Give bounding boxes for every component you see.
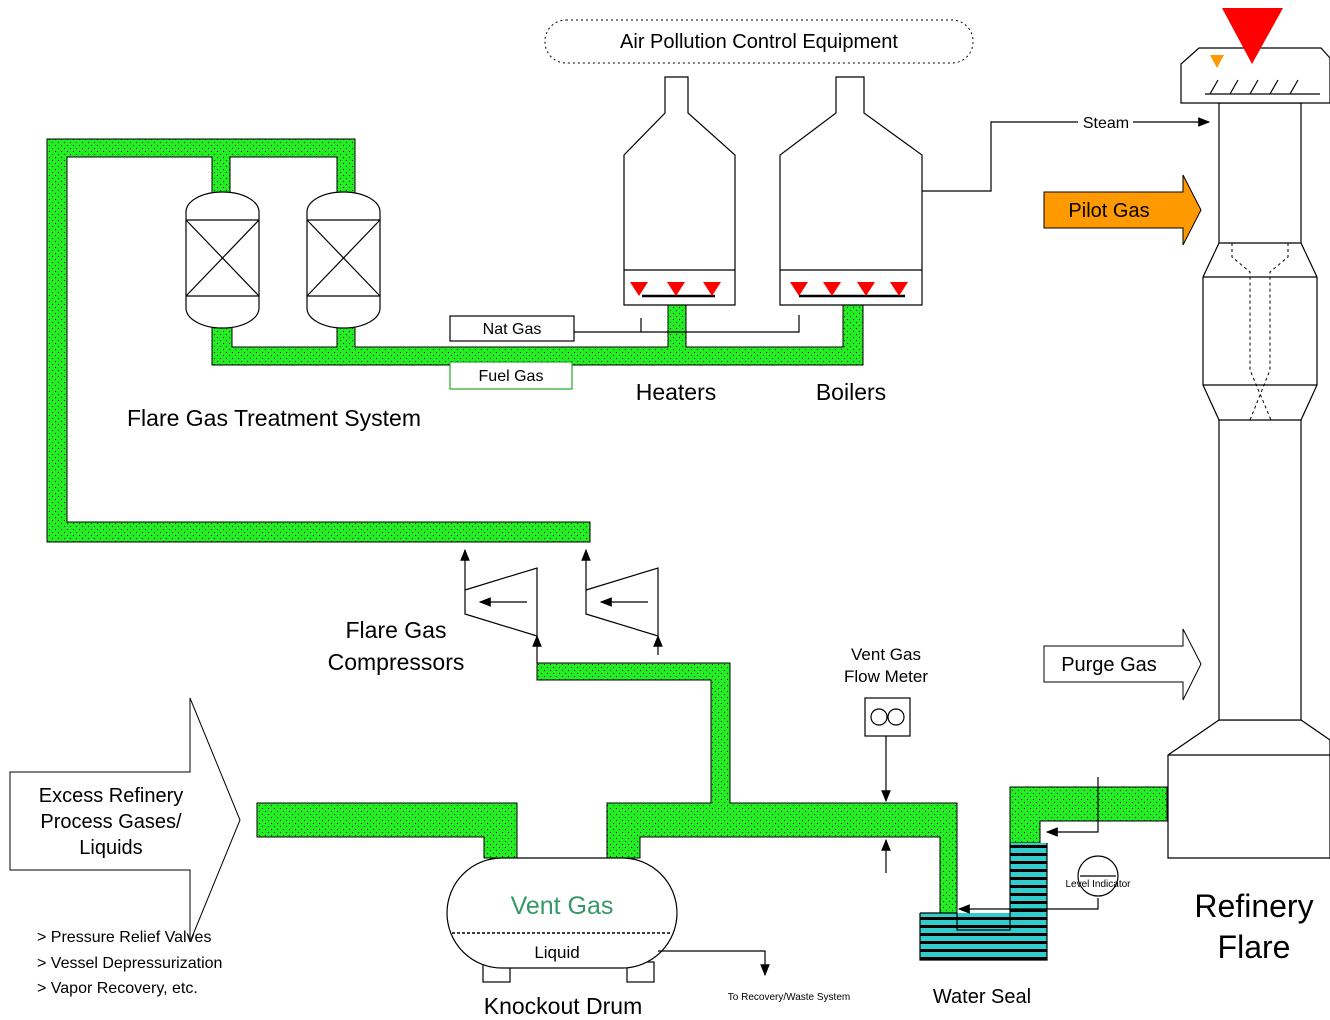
steam-label: Steam [1083,115,1129,132]
air-pollution-label: Air Pollution Control Equipment [620,31,898,53]
fuel-gas-label: Fuel Gas [479,368,544,385]
level-indicator-label: Level Indicator [1065,879,1131,890]
pilot-gas-label: Pilot Gas [1068,200,1149,222]
purge-gas-label: Purge Gas [1061,654,1157,676]
vent-gas-label: Vent Gas [511,892,614,920]
treatment-system-label: Flare Gas Treatment System [127,405,421,431]
compressor-2 [581,548,663,655]
liquid-label: Liquid [534,943,579,962]
heater-flame-icon [703,282,721,296]
heater-flame-icon [667,282,685,296]
outlet-pipe [536,662,958,914]
refinery-flare-stack [1167,8,1330,859]
compressor-1 [460,548,542,663]
excess-label-line2: Process Gases/ [40,811,182,833]
boiler-flame-icon [823,282,841,296]
water-seal [919,843,1048,961]
compressors-label-line2: Compressors [328,649,465,675]
boiler-unit [779,76,923,306]
excess-gas-arrow: Excess Refinery Process Gases/ Liquids [9,697,241,943]
pilot-flame-icon [1210,55,1224,68]
excess-label-line3: Liquids [79,837,142,859]
refinery-flare-label-line2: Flare [1218,929,1291,965]
purge-gas-arrow: Purge Gas [1043,628,1202,701]
air-pollution-banner: Air Pollution Control Equipment [544,19,974,64]
vent-meter-label-line2: Flow Meter [844,667,928,686]
treatment-vessel-2 [306,191,381,329]
refinery-flare-label-line1: Refinery [1194,888,1313,924]
bullet-pressure-relief: > Pressure Relief Valves [37,929,211,946]
heater-flame-icon [630,282,648,296]
seal-to-flare-pipe [1009,786,1168,844]
boiler-flame-icon [790,282,808,296]
main-flame-icon [1222,8,1283,64]
vent-meter-label-line1: Vent Gas [851,645,921,664]
inlet-pipe [256,802,518,859]
heater-unit [623,76,736,306]
boiler-flame-icon [890,282,908,296]
bullet-vessel-depressurization: > Vessel Depressurization [37,955,222,972]
bullet-vapor-recovery: > Vapor Recovery, etc. [37,980,198,997]
pilot-gas-arrow: Pilot Gas [1043,174,1202,246]
excess-label-line1: Excess Refinery [39,785,184,807]
fuel-gas-tag: Fuel Gas [449,361,573,390]
boiler-flame-icon [857,282,875,296]
water-seal-label: Water Seal [933,986,1031,1008]
compressors-label-line1: Flare Gas [346,617,447,643]
nat-gas-label: Nat Gas [483,321,542,338]
knockout-drum-label: Knockout Drum [484,993,643,1019]
level-indicator: Level Indicator [957,777,1131,914]
vent-gas-flow-meter: Vent Gas Flow Meter [844,645,928,873]
steam-line: Steam [922,115,1211,192]
nat-gas-line: Nat Gas [449,315,800,342]
gas-pipes [46,138,1168,914]
heaters-label: Heaters [636,379,717,405]
knockout-drum: Vent Gas Liquid [446,857,770,983]
boilers-label: Boilers [816,379,886,405]
to-recovery-label: To Recovery/Waste System [728,992,850,1003]
treatment-vessel-1 [185,191,260,329]
